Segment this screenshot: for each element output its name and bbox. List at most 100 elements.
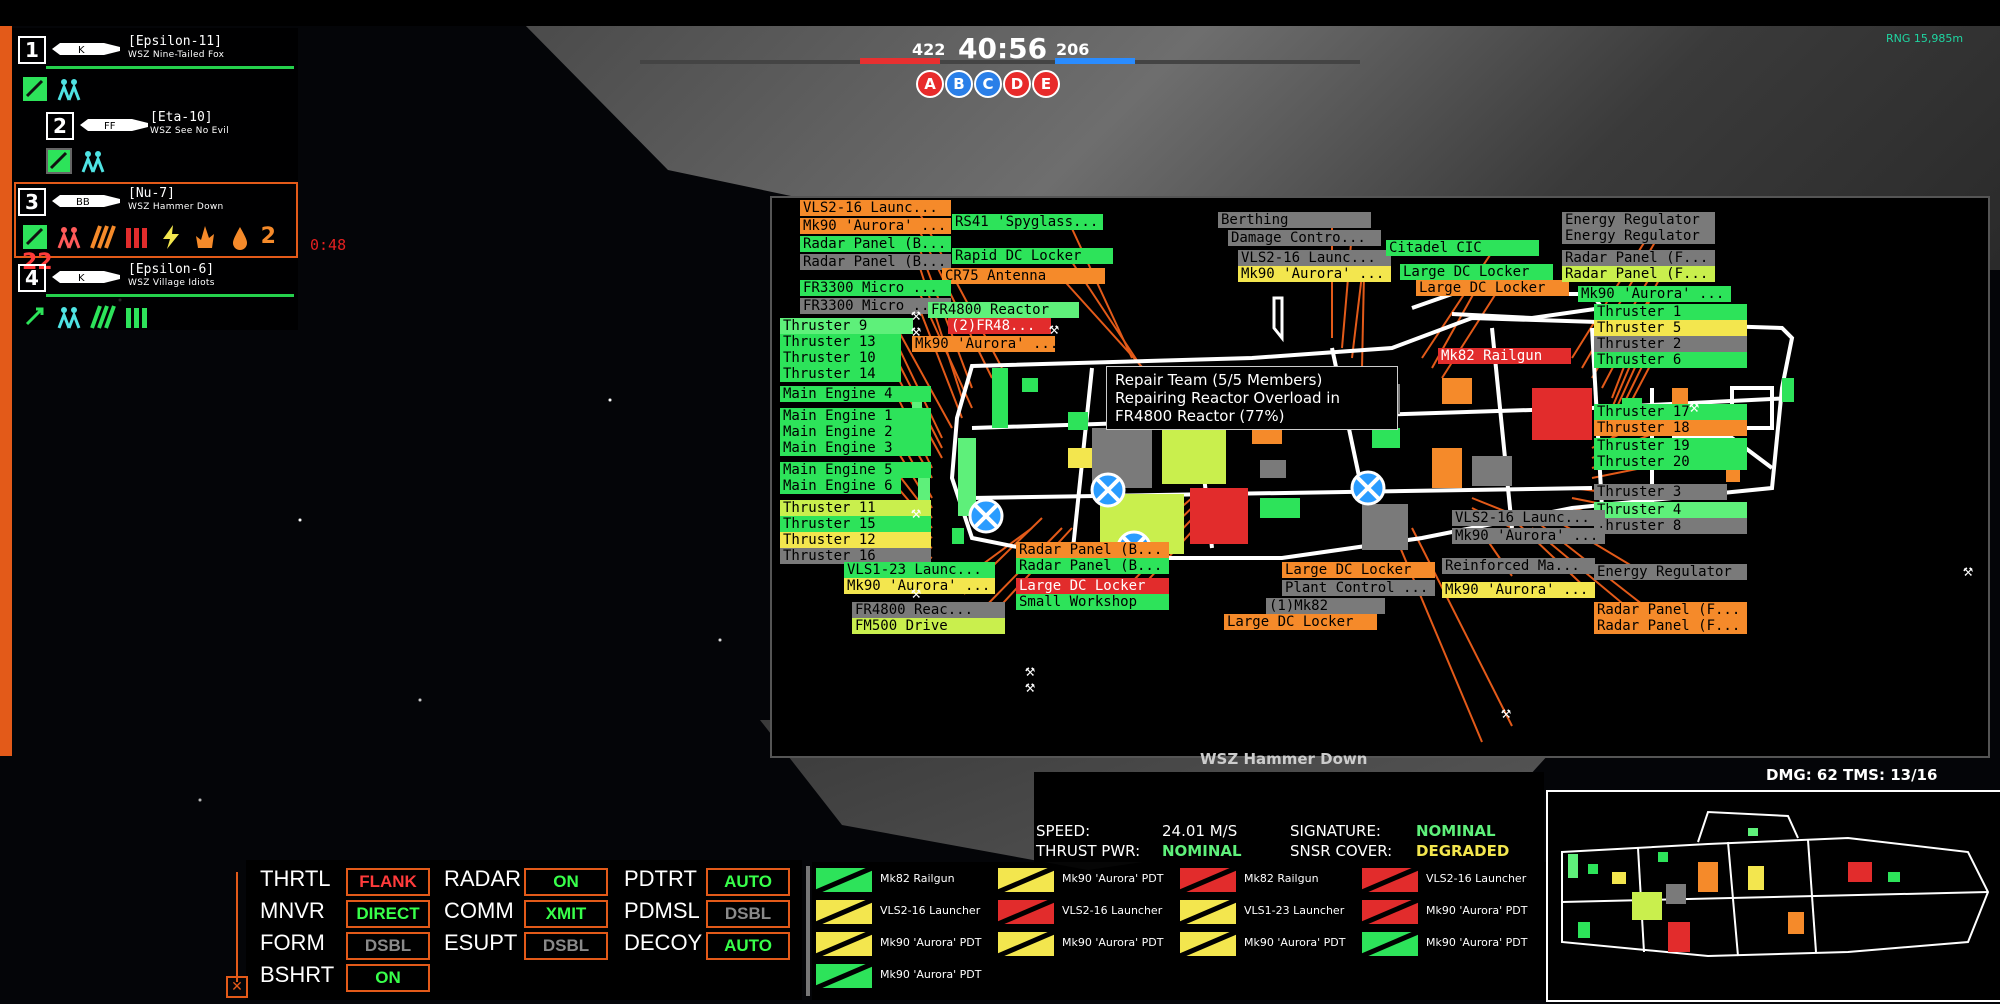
control-toggle-radar[interactable]: ON: [524, 868, 608, 896]
component-label[interactable]: Radar Panel (B...: [1016, 542, 1169, 558]
component-label[interactable]: Main Engine 3: [780, 440, 931, 456]
component-label[interactable]: Citadel CIC: [1386, 240, 1539, 256]
component-label[interactable]: Thruster 19: [1594, 438, 1747, 454]
component-label[interactable]: Mk90 'Aurora' ...: [1452, 528, 1605, 544]
weapon-group[interactable]: Mk90 'Aurora' PDT: [816, 962, 996, 990]
component-label[interactable]: FR3300 Micro ...: [800, 298, 951, 314]
component-label[interactable]: Thruster 17: [1594, 404, 1747, 420]
repair-wrench-icon[interactable]: ⚒: [1688, 401, 1700, 415]
control-toggle-esupt[interactable]: DSBL: [524, 932, 608, 960]
component-label[interactable]: Mk90 'Aurora' ...: [800, 218, 951, 234]
component-label[interactable]: Large DC Locker: [1416, 280, 1569, 296]
component-label[interactable]: Plant Control ...: [1282, 580, 1435, 596]
component-label[interactable]: Radar Panel (F...: [1594, 618, 1747, 634]
component-label[interactable]: Large DC Locker: [1282, 562, 1435, 578]
component-label[interactable]: (1)Mk82: [1266, 598, 1385, 614]
component-label[interactable]: Thruster 15: [780, 516, 931, 532]
weapon-group[interactable]: Mk90 'Aurora' PDT: [1362, 898, 1542, 926]
fleet-unit-4[interactable]: 4 K [Epsilon-6] WSZ Village Idiots: [16, 260, 296, 330]
weapon-group[interactable]: VLS2-16 Launcher: [998, 898, 1178, 926]
component-label[interactable]: Large DC Locker: [1224, 614, 1377, 630]
repair-wrench-icon[interactable]: ⚒: [1962, 565, 1974, 579]
fleet-unit-2[interactable]: 2 FF [Eta-10] WSZ See No Evil: [16, 108, 296, 180]
component-label[interactable]: Rapid DC Locker: [952, 248, 1113, 264]
component-label[interactable]: Radar Panel (B...: [800, 236, 951, 252]
component-label[interactable]: Radar Panel (F...: [1562, 250, 1715, 266]
repair-wrench-icon[interactable]: ⚒: [1024, 681, 1036, 695]
component-label[interactable]: Radar Panel (B...: [1016, 558, 1169, 574]
control-toggle-thrtl[interactable]: FLANK: [346, 868, 430, 896]
control-toggle-decoy[interactable]: AUTO: [706, 932, 790, 960]
component-label[interactable]: FR3300 Micro ...: [800, 280, 951, 296]
component-label[interactable]: Energy Regulator: [1562, 212, 1715, 228]
component-label[interactable]: Energy Regulator: [1594, 564, 1747, 580]
fleet-unit-3[interactable]: 3 BB [Nu-7] WSZ Hammer Down 2 22: [14, 182, 298, 275]
component-label[interactable]: FR4800 Reactor: [928, 302, 1079, 318]
component-label[interactable]: Mk82 Railgun: [1438, 348, 1571, 364]
component-label[interactable]: Thruster 13: [780, 334, 901, 350]
component-label[interactable]: Mk90 'Aurora' ...: [1238, 266, 1391, 282]
component-label[interactable]: Thruster 6: [1594, 352, 1747, 368]
component-label[interactable]: (2)FR48...: [948, 318, 1051, 334]
component-label[interactable]: Main Engine 1: [780, 408, 931, 424]
weapon-group[interactable]: VLS1-23 Launcher: [1180, 898, 1360, 926]
ship-minimap[interactable]: [1546, 790, 2000, 1002]
control-toggle-mnvr[interactable]: DIRECT: [346, 900, 430, 928]
component-label[interactable]: Thruster 14: [780, 366, 901, 382]
component-label[interactable]: Large DC Locker: [1400, 264, 1553, 280]
control-toggle-comm[interactable]: XMIT: [524, 900, 608, 928]
component-label[interactable]: Radar Panel (B...: [800, 254, 951, 270]
repair-wrench-icon[interactable]: ⚒: [910, 587, 922, 601]
weapon-group[interactable]: VLS2-16 Launcher: [816, 898, 996, 926]
component-label[interactable]: Main Engine 5: [780, 462, 931, 478]
component-label[interactable]: Damage Contro...: [1228, 230, 1381, 246]
control-toggle-pdmsl[interactable]: DSBL: [706, 900, 790, 928]
component-label[interactable]: Thruster 11: [780, 500, 931, 516]
component-label[interactable]: Reinforced Ma...: [1442, 558, 1595, 574]
component-label[interactable]: Thruster 18: [1594, 420, 1747, 436]
component-label[interactable]: FR4800 Reac...: [852, 602, 1005, 618]
component-label[interactable]: Mk90 'Aurora' ...: [844, 578, 995, 594]
component-label[interactable]: Thruster 9: [780, 318, 913, 334]
component-label[interactable]: Thruster 2: [1594, 336, 1747, 352]
component-label[interactable]: RS41 'Spyglass...: [952, 214, 1103, 230]
repair-wrench-icon[interactable]: ⚒: [1500, 707, 1512, 721]
component-label[interactable]: VLS2-16 Launc...: [1452, 510, 1605, 526]
control-toggle-pdtrt[interactable]: AUTO: [706, 868, 790, 896]
weapon-group[interactable]: Mk90 'Aurora' PDT: [998, 866, 1178, 894]
component-label[interactable]: Radar Panel (F...: [1562, 266, 1715, 282]
component-label[interactable]: Mk90 'Aurora' ...: [1578, 286, 1731, 302]
repair-wrench-icon[interactable]: ⚒: [910, 325, 922, 339]
component-label[interactable]: Thruster 5: [1594, 320, 1747, 336]
damage-control-map[interactable]: VLS2-16 Launc... Mk90 'Aurora' ... Radar P…: [770, 196, 1990, 758]
weapon-group[interactable]: Mk90 'Aurora' PDT: [998, 930, 1178, 958]
component-label[interactable]: Main Engine 4: [780, 386, 931, 402]
component-label[interactable]: FM500 Drive: [852, 618, 1005, 634]
component-label[interactable]: Thruster 1: [1594, 304, 1747, 320]
component-label[interactable]: Thruster 8: [1594, 518, 1747, 534]
component-label[interactable]: Mk90 'Aurora' ...: [912, 336, 1055, 352]
control-toggle-bshrt[interactable]: ON: [346, 964, 430, 992]
component-label[interactable]: Main Engine 2: [780, 424, 931, 440]
repair-wrench-icon[interactable]: ⚒: [1048, 323, 1060, 337]
component-label[interactable]: Thruster 16: [780, 548, 931, 564]
weapon-group[interactable]: Mk82 Railgun: [816, 866, 996, 894]
component-label[interactable]: CR75 Antenna: [942, 268, 1105, 284]
repair-wrench-icon[interactable]: ⚒: [910, 507, 922, 521]
component-label[interactable]: Large DC Locker: [1016, 578, 1169, 594]
weapon-group[interactable]: Mk90 'Aurora' PDT: [1362, 930, 1542, 958]
component-label[interactable]: Thruster 20: [1594, 454, 1747, 470]
component-label[interactable]: Main Engine 6: [780, 478, 901, 494]
component-label[interactable]: Thruster 3: [1594, 484, 1727, 500]
component-label[interactable]: Energy Regulator: [1562, 228, 1715, 244]
component-label[interactable]: Thruster 4: [1594, 502, 1747, 518]
control-toggle-form[interactable]: DSBL: [346, 932, 430, 960]
repair-wrench-icon[interactable]: ⚒: [1024, 665, 1036, 679]
component-label[interactable]: VLS1-23 Launc...: [844, 562, 995, 578]
component-label[interactable]: Radar Panel (F...: [1594, 602, 1747, 618]
repair-wrench-icon[interactable]: ⚒: [910, 309, 922, 323]
weapon-group[interactable]: Mk90 'Aurora' PDT: [1180, 930, 1360, 958]
component-label[interactable]: Thruster 10: [780, 350, 901, 366]
fleet-unit-1[interactable]: 1 K [Epsilon-11] WSZ Nine-Tailed Fox: [16, 32, 296, 108]
component-label[interactable]: Mk90 'Aurora' ...: [1442, 582, 1595, 598]
